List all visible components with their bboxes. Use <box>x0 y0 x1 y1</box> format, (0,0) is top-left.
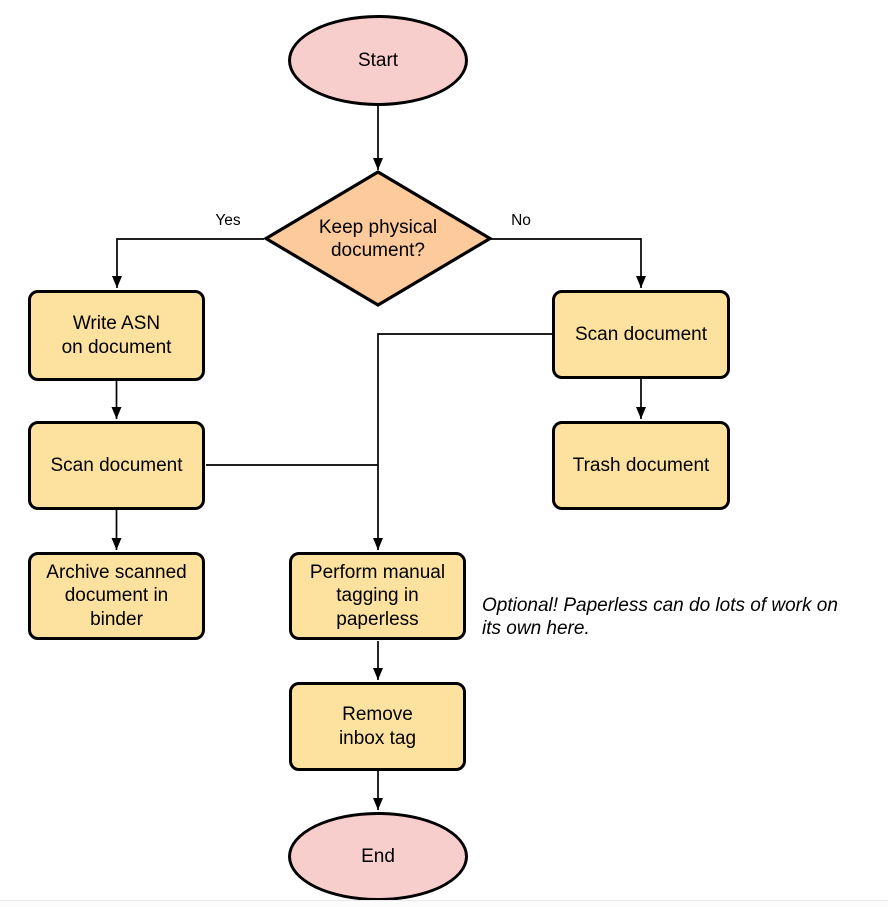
node-start-label: Start <box>357 49 399 71</box>
edge-decision-yes-to-write-asn <box>112 238 264 288</box>
node-manual-tagging: Perform manual tagging in paperless <box>289 552 466 640</box>
node-manual-tagging-label: Perform manual tagging in paperless <box>309 561 446 630</box>
node-archive-document: Archive scanned document in binder <box>28 552 205 640</box>
node-scan-document-left: Scan document <box>28 421 205 510</box>
node-trash-document: Trash document <box>552 421 730 510</box>
node-scan-document-right: Scan document <box>552 290 730 379</box>
edge-label-yes: Yes <box>205 212 251 230</box>
node-end-label: End <box>361 845 395 867</box>
edge-scan-right-to-tagging <box>373 333 552 550</box>
node-decision-label: Keep physical document? <box>318 216 438 262</box>
edge-decision-no-to-scan-right <box>491 238 646 288</box>
node-scan-document-right-label: Scan document <box>574 323 708 345</box>
node-end: End <box>288 812 468 901</box>
edge-label-no: No <box>499 212 543 230</box>
node-write-asn: Write ASN on document <box>28 290 205 381</box>
decision-diamond-shape <box>262 170 494 307</box>
node-decision: Keep physical document? <box>278 196 478 282</box>
node-archive-document-label: Archive scanned document in binder <box>46 561 187 630</box>
node-remove-inbox-tag: Remove inbox tag <box>289 682 466 771</box>
page-bottom-strip <box>0 901 888 907</box>
node-write-asn-label: Write ASN on document <box>61 313 172 358</box>
node-remove-inbox-tag-label: Remove inbox tag <box>338 704 417 749</box>
page-bottom-divider <box>0 900 888 901</box>
optional-note-text: Optional! Paperless can do lots of work … <box>482 595 838 639</box>
node-scan-document-left-label: Scan document <box>50 454 183 476</box>
node-trash-document-label: Trash document <box>572 454 710 476</box>
node-start: Start <box>288 15 468 106</box>
